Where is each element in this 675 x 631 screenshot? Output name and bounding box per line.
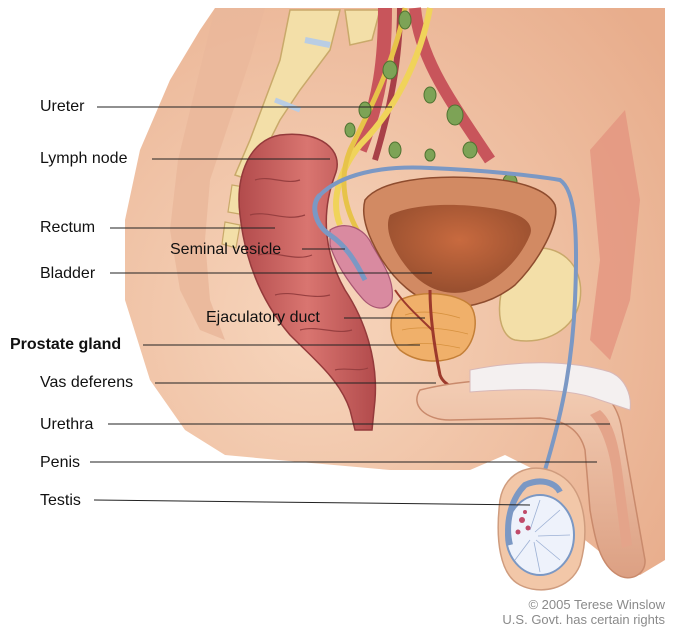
- lymph-nodes: [323, 10, 518, 191]
- label-testis: Testis: [40, 492, 81, 509]
- ureter-tube: [333, 7, 433, 237]
- copyright-text: © 2005 Terese Winslow: [528, 597, 665, 612]
- abdominal-muscle: [590, 110, 640, 360]
- back-tissue: [170, 8, 265, 340]
- label-seminal-vesicle: Seminal vesicle: [170, 241, 282, 258]
- label-ureter: Ureter: [40, 98, 85, 115]
- penis-corpus: [469, 362, 631, 411]
- label-bladder: Bladder: [40, 265, 96, 282]
- testis-septa: [514, 499, 571, 573]
- label-urethra: Urethra: [40, 416, 94, 433]
- rectum-organ: [238, 133, 377, 431]
- label-lymph-node: Lymph node: [40, 150, 128, 167]
- vas-deferens-tube: [318, 165, 579, 517]
- testis-network: [515, 510, 531, 535]
- leader-lines: [90, 106, 610, 506]
- label-rectum: Rectum: [40, 219, 96, 236]
- vas-deferens-loop: [312, 193, 368, 282]
- label-ejaculatory-duct: Ejaculatory duct: [206, 309, 320, 326]
- bladder-interior: [387, 204, 531, 293]
- label-penis: Penis: [40, 454, 81, 471]
- penis-inner: [590, 410, 632, 548]
- ejaculatory-duct-tube: [394, 289, 433, 331]
- epididymis: [505, 478, 563, 546]
- label-prostate-gland: Prostate gland: [10, 336, 122, 353]
- label-vas-deferens: Vas deferens: [40, 374, 134, 391]
- rights-text: U.S. Govt. has certain rights: [502, 612, 665, 627]
- rectum-folds: [249, 177, 369, 371]
